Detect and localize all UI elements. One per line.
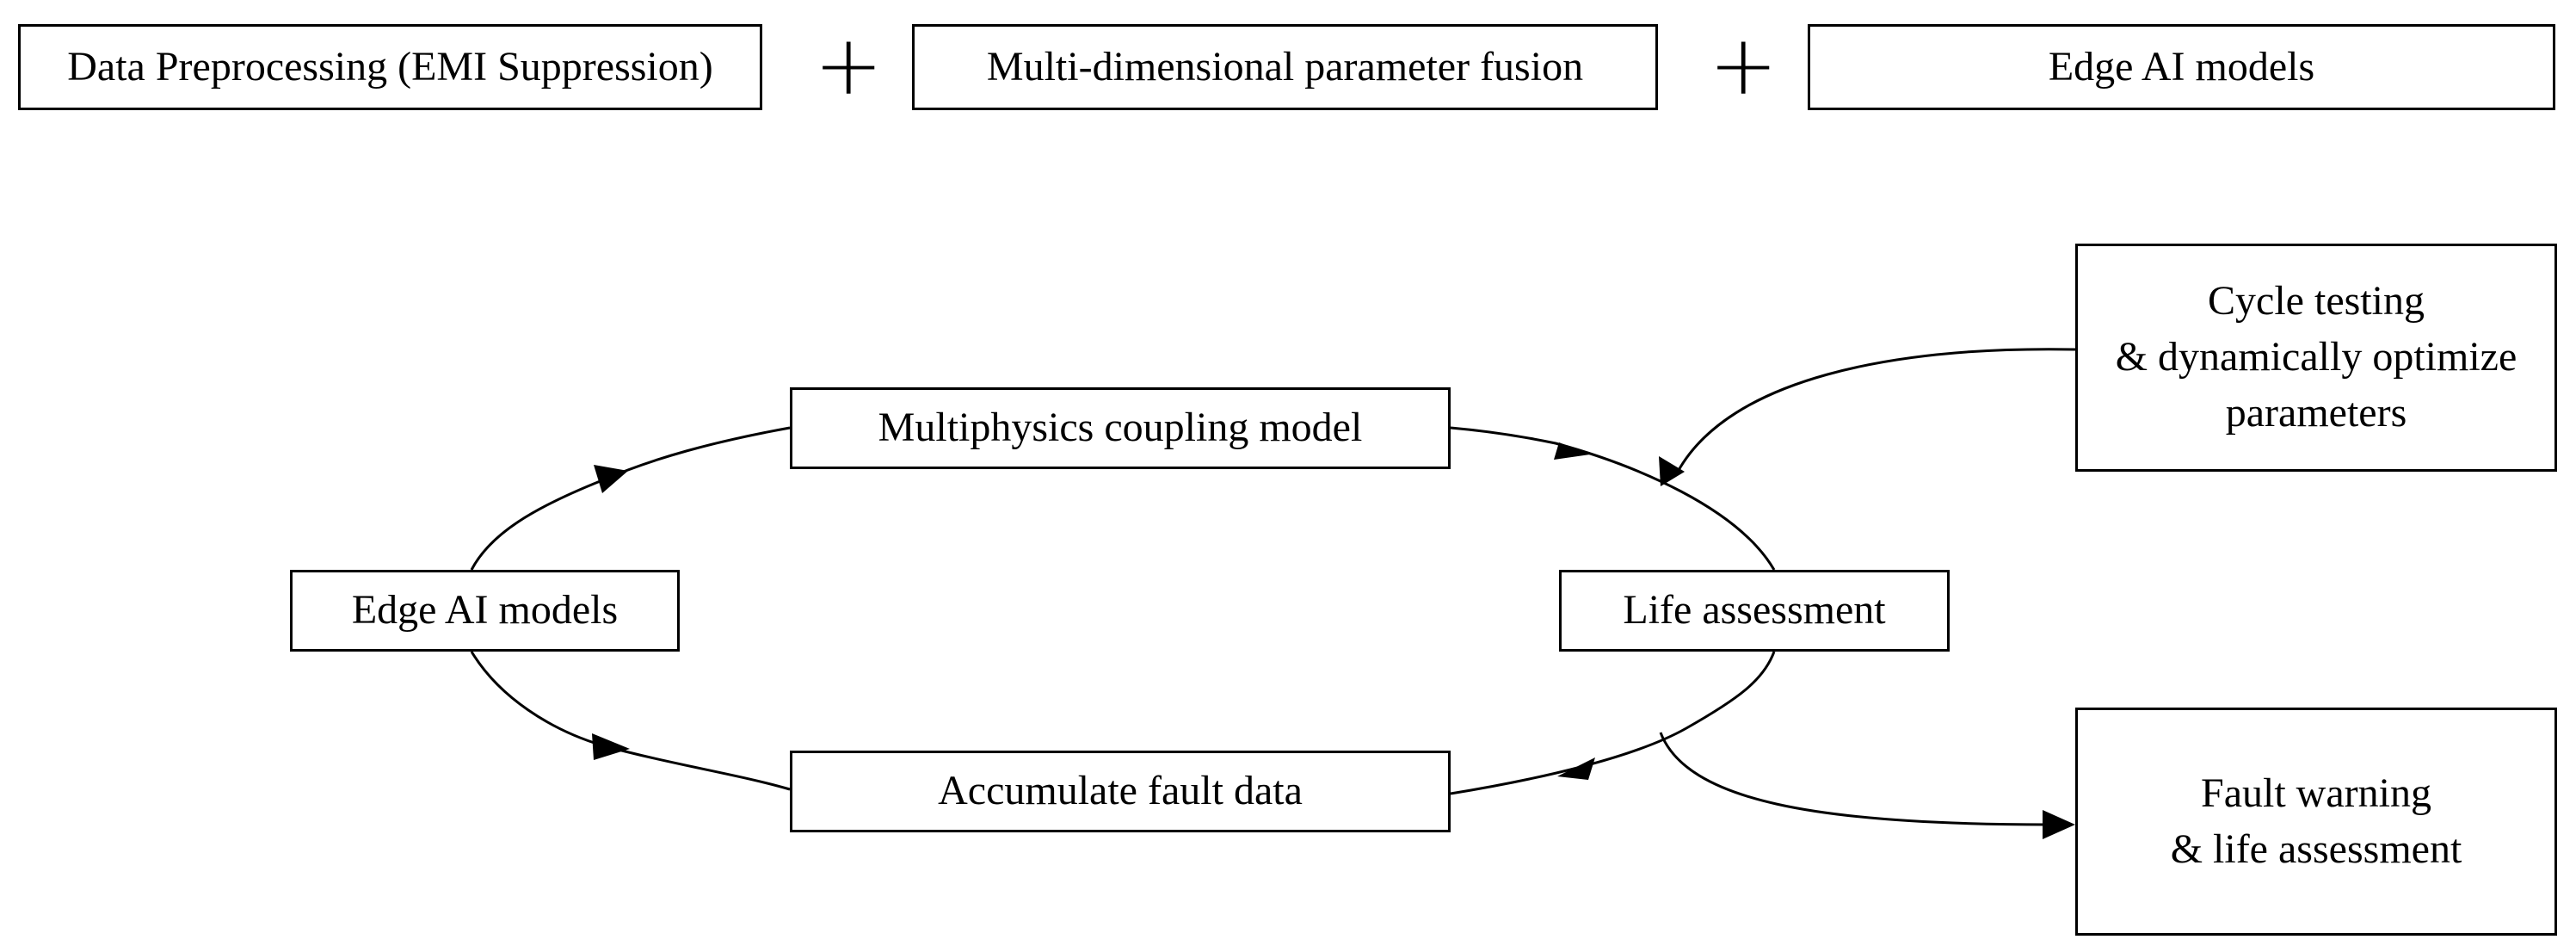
plus-sign-1: + [814,17,884,114]
cycle-testing-line-3: parameters [2225,389,2407,436]
data-preprocessing-label: Data Preprocessing (EMI Suppression) [67,43,713,90]
arrowhead-accumulate-to-life [1557,757,1595,780]
arrow-edge-ai-to-accumulate [470,651,791,791]
arrowhead-edge-ai-to-accumulate [592,733,630,760]
data-preprocessing-box: Data Preprocessing (EMI Suppression) [18,24,762,110]
edge-ai-header-label: Edge AI models [2048,43,2315,90]
life-assessment-label: Life assessment [1623,587,1886,634]
parameter-fusion-label: Multi-dimensional parameter fusion [986,43,1584,90]
edge-ai-cycle-label: Edge AI models [351,587,619,634]
fault-warning-line-2: & life assessment [2170,825,2462,872]
life-assessment-box: Life assessment [1559,570,1950,652]
arrow-life-to-fault-warning [1659,732,2049,826]
cycle-testing-line-2: & dynamically optimize [2115,334,2517,380]
multiphysics-label: Multiphysics coupling model [878,405,1363,451]
parameter-fusion-box: Multi-dimensional parameter fusion [912,24,1658,110]
arrow-accumulate-to-life [1450,651,1776,795]
accumulate-fault-data-box: Accumulate fault data [790,751,1451,832]
edge-ai-cycle-box: Edge AI models [290,570,680,652]
cycle-testing-box: Cycle testing & dynamically optimize par… [2075,244,2557,472]
arrowhead-cycle-testing-feedback [1659,456,1685,486]
arrow-multiphysics-to-edge-ai [601,426,791,482]
arrowhead-multiphysics-to-edge-ai [594,465,628,493]
arrowhead-life-to-multiphysics [1554,442,1590,460]
accumulate-fault-data-label: Accumulate fault data [938,768,1303,814]
arrow-life-to-multiphysics [1450,426,1776,571]
multiphysics-box: Multiphysics coupling model [790,387,1451,469]
arrowhead-life-to-fault-warning [2043,810,2075,839]
cycle-testing-line-1: Cycle testing [2208,278,2425,325]
fault-warning-line-1: Fault warning [2201,770,2431,816]
plus-sign-2: + [1709,17,1778,114]
arrow-cycle-testing-feedback [1676,348,2076,473]
fault-warning-box: Fault warning & life assessment [2075,708,2557,936]
edge-ai-header-box: Edge AI models [1808,24,2555,110]
